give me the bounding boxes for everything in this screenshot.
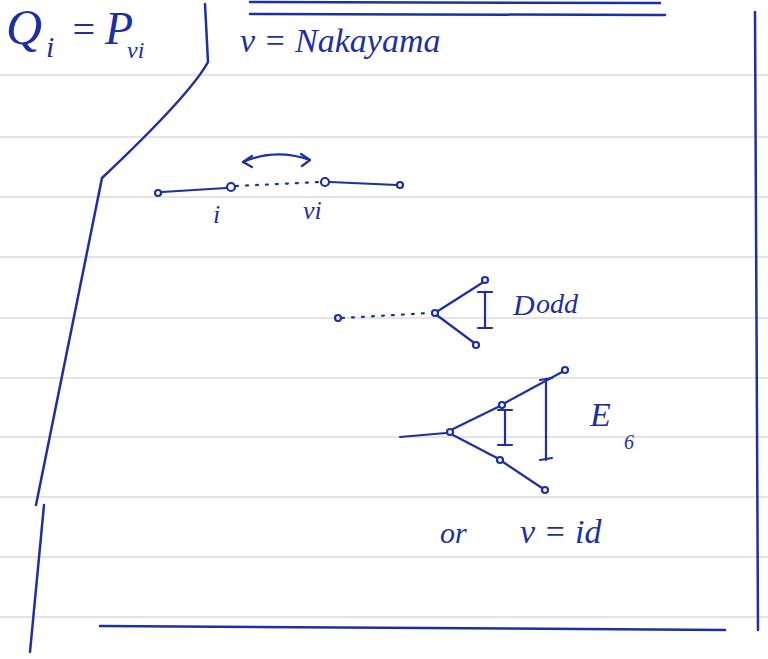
handwritten-label: 6 [624,432,634,452]
dynkin-a [155,154,403,196]
ruled-lines [0,75,768,617]
handwritten-label: νi [127,38,144,62]
handwritten-label: ν = Nakayama [240,24,440,58]
handwritten-label: or [440,518,467,548]
dynkin-d [335,277,492,348]
handwritten-label: ν = id [520,515,601,549]
handwritten-label: Q [6,2,42,52]
handwritten-label: i [46,32,54,62]
handwritten-label: odd [536,290,578,318]
handwritten-label: E [590,398,611,432]
handwritten-label: D [513,290,535,320]
handwritten-label: = [70,10,97,50]
box-border [30,2,758,652]
handwritten-label: νi [303,198,322,224]
dynkin-e6 [400,367,568,493]
handwritten-label: i [213,202,220,228]
